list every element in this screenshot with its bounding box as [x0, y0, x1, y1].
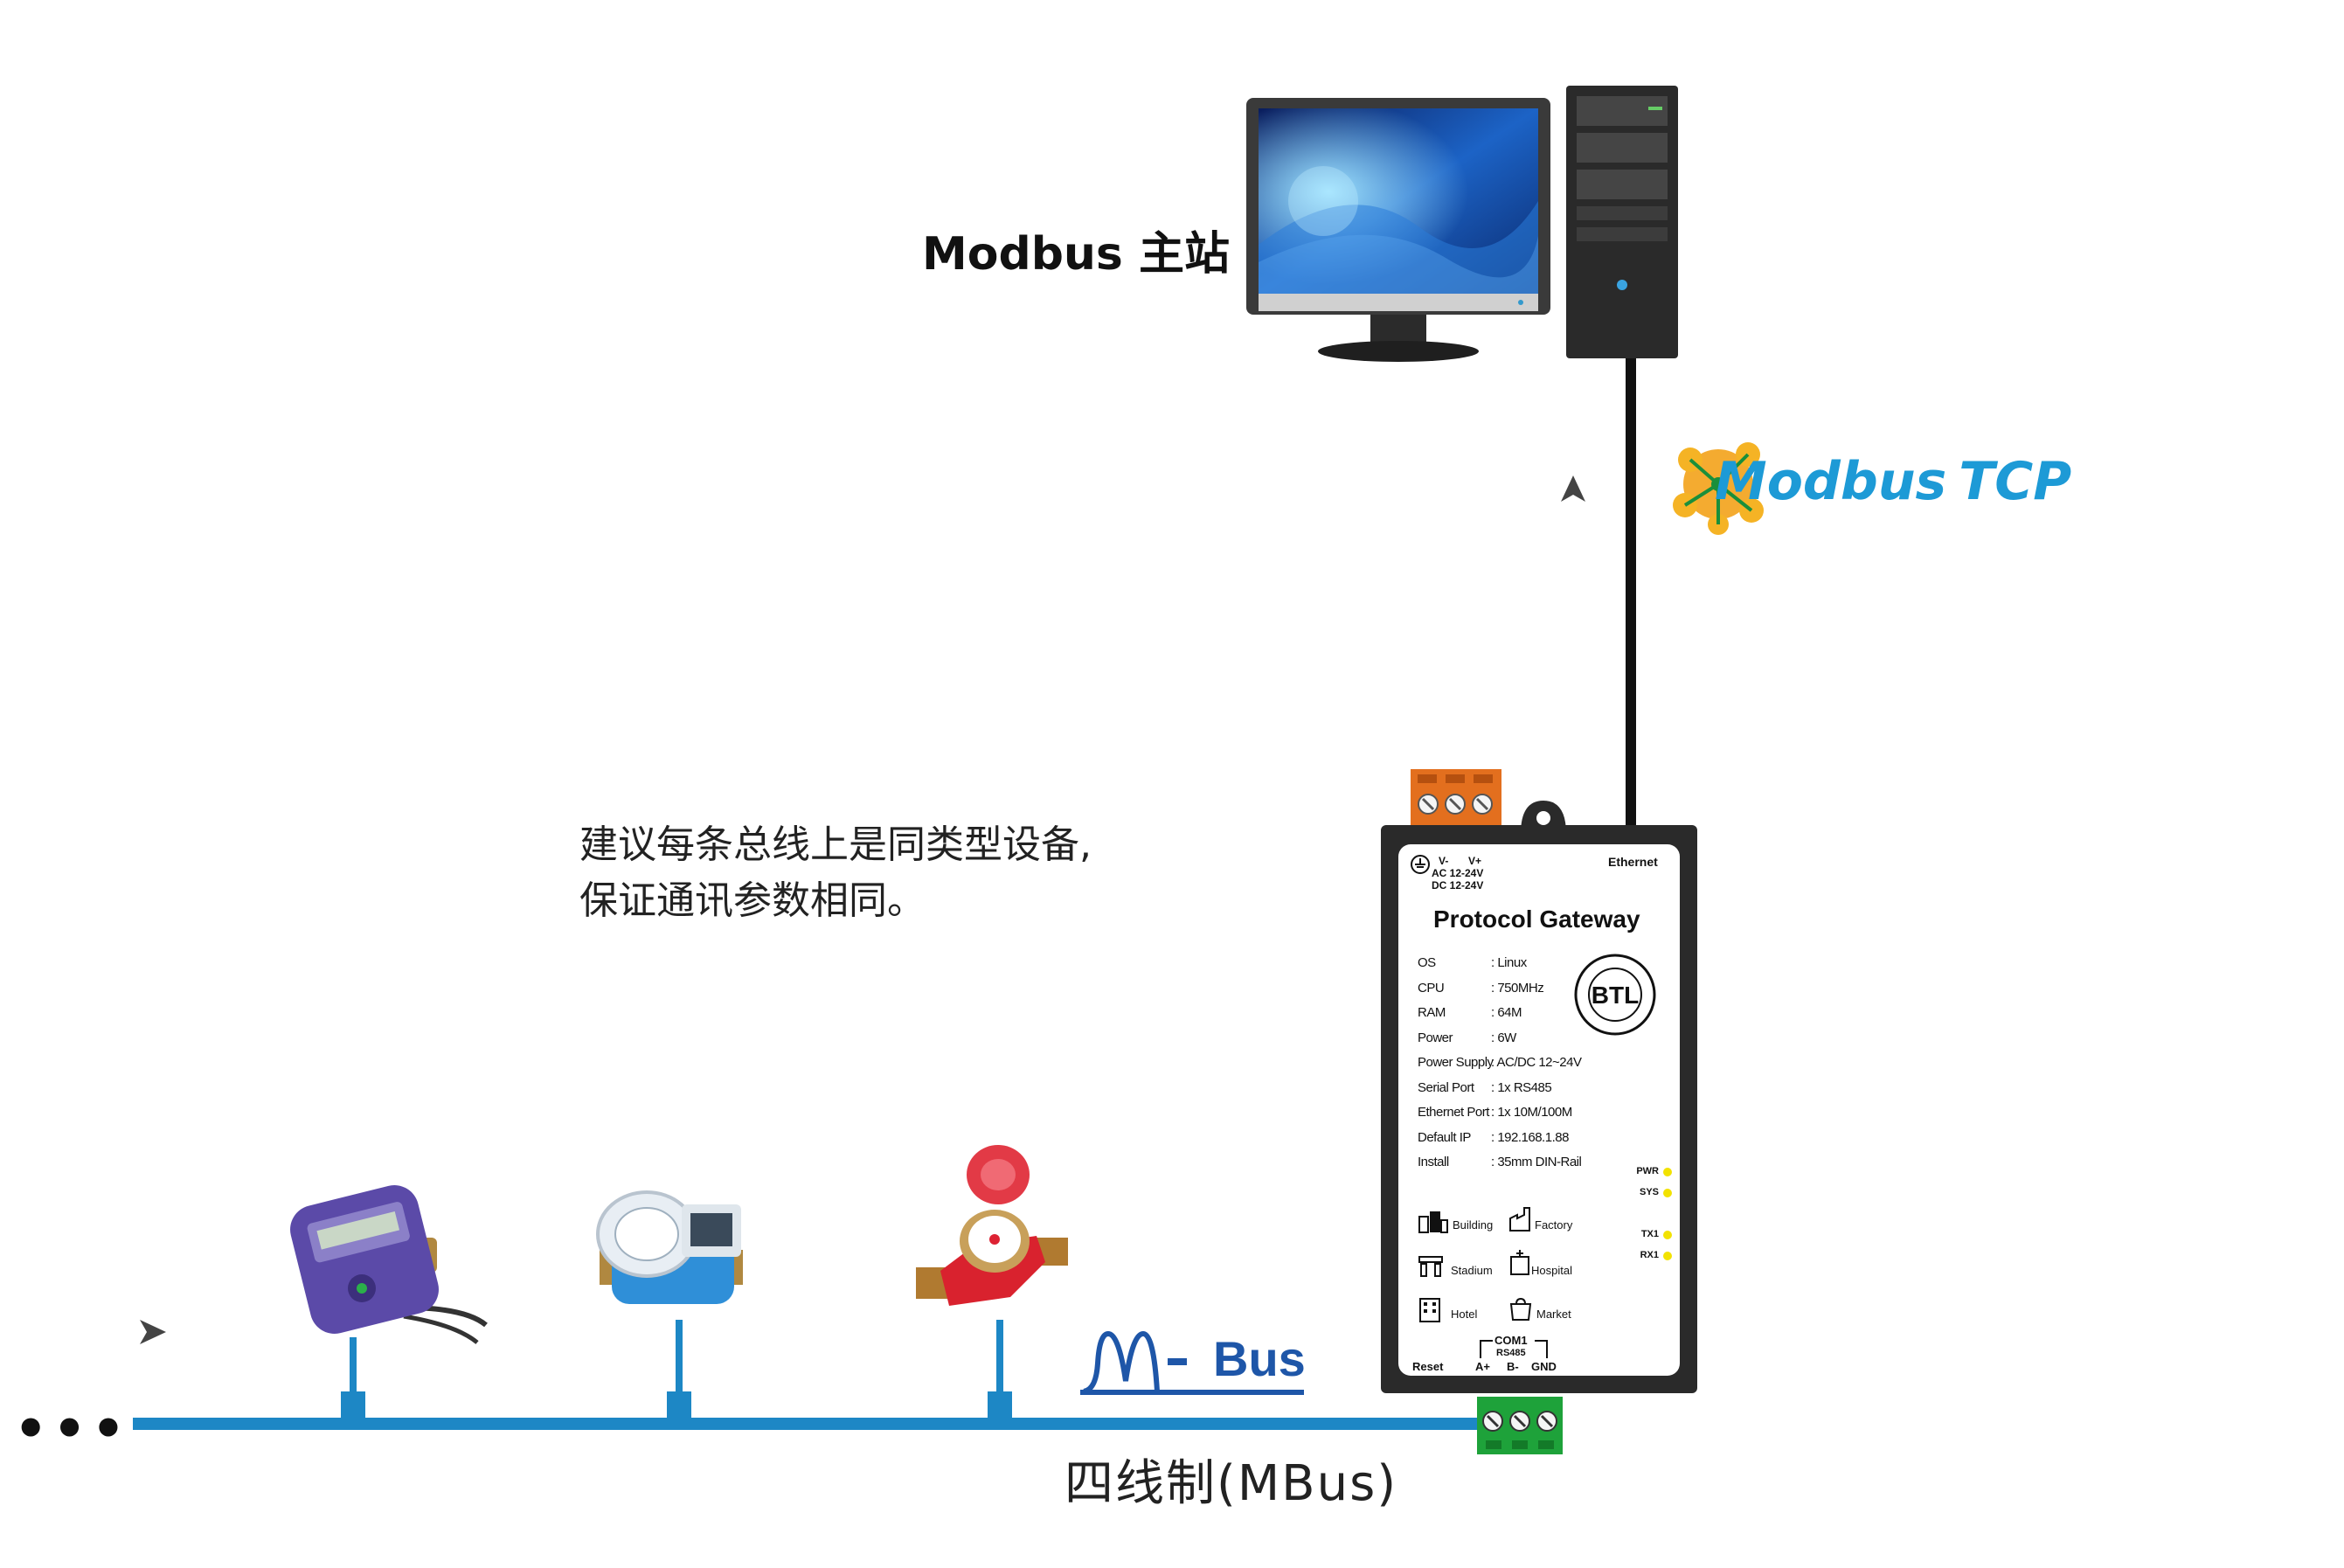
- b-minus-label: B-: [1507, 1360, 1519, 1373]
- note-line-1: 建议每条总线上是同类型设备,: [579, 822, 1092, 867]
- pc-tower-icon: [1566, 86, 1678, 358]
- app-hotel-label: Hotel: [1451, 1308, 1478, 1321]
- led-sys-label: SYS: [1639, 1187, 1659, 1197]
- spec-value: : 192.168.1.88: [1491, 1129, 1569, 1145]
- com1-bracket: [1480, 1340, 1548, 1358]
- ac-range-label: AC 12-24V: [1432, 867, 1484, 879]
- led-pwr-indicator: [1663, 1168, 1672, 1176]
- app-hospital-label: Hospital: [1531, 1264, 1572, 1277]
- spec-row: Power Supply: AC/DC 12~24V: [1418, 1051, 1582, 1076]
- drop-3: [996, 1320, 1003, 1421]
- drop-2: [676, 1320, 683, 1421]
- spec-key: Install: [1418, 1155, 1449, 1169]
- water-meter-purple-icon: [290, 1185, 488, 1344]
- btl-center-text: BTL: [1592, 982, 1639, 1009]
- mbus-logo-text: Bus: [1213, 1331, 1306, 1386]
- rs485-terminal-icon: [1477, 1397, 1563, 1454]
- spec-value: : 6W: [1491, 1030, 1516, 1045]
- app-factory-label: Factory: [1535, 1218, 1573, 1232]
- tcp-word: TCP: [1959, 451, 2072, 512]
- ground-icon: [1411, 855, 1430, 874]
- spec-value: : 64M: [1491, 1005, 1522, 1020]
- stadium-icon: [1418, 1256, 1443, 1277]
- led-rx1-label: RX1: [1640, 1250, 1659, 1260]
- gateway-face: [1398, 844, 1680, 1376]
- drop-1-clamp: [341, 1391, 365, 1423]
- spec-row: RAM : 64M: [1418, 1001, 1581, 1026]
- spec-key: Ethernet Port: [1418, 1105, 1489, 1120]
- led-tx1-indicator: [1663, 1231, 1672, 1239]
- master-station-title: Modbus 主站: [922, 228, 1230, 281]
- spec-value: : 750MHz: [1491, 980, 1544, 996]
- app-building-label: Building: [1453, 1218, 1494, 1232]
- spec-value: : AC/DC 12~24V: [1491, 1055, 1582, 1070]
- hospital-icon: [1510, 1250, 1529, 1275]
- vplus-label: V+: [1468, 855, 1482, 867]
- app-market-label: Market: [1536, 1308, 1571, 1321]
- spec-value: : Linux: [1491, 955, 1527, 970]
- gateway-spec-list: OS : Linux CPU : 750MHz RAM : 64M Power : 6W…: [1418, 951, 1582, 1176]
- spec-row: CPU : 750MHz: [1418, 976, 1581, 1002]
- led-pwr-label: PWR: [1636, 1166, 1659, 1176]
- modbus-word: Modbus: [1715, 451, 1947, 512]
- power-terminal-icon: [1411, 769, 1501, 827]
- ellipsis-more-devices: •••: [14, 1398, 131, 1460]
- spec-key: Default IP: [1418, 1129, 1471, 1145]
- power-labels: V- V+ AC 12-24V DC 12-24V: [1432, 855, 1483, 892]
- rs485-label: RS485: [1496, 1348, 1526, 1358]
- spec-row: OS : Linux: [1418, 951, 1581, 976]
- water-meter-blue-icon: [596, 1190, 743, 1304]
- spec-key: Serial Port: [1418, 1079, 1474, 1095]
- spec-value: : 1x 10M/100M: [1491, 1105, 1572, 1120]
- led-sys-indicator: [1663, 1189, 1672, 1197]
- spec-value: : 35mm DIN-Rail: [1491, 1155, 1582, 1169]
- ethernet-label: Ethernet: [1608, 855, 1658, 869]
- com1-label: COM1: [1494, 1334, 1528, 1347]
- spec-row: Power : 6W: [1418, 1026, 1581, 1051]
- spec-key: RAM: [1418, 1005, 1446, 1020]
- spec-row: Ethernet Port: 1x 10M/100M: [1418, 1100, 1581, 1126]
- market-icon: [1509, 1297, 1532, 1321]
- spec-key: Power: [1418, 1030, 1453, 1045]
- spec-row: Install : 35mm DIN-Rail: [1418, 1150, 1582, 1176]
- gateway-title: Protocol Gateway: [1433, 905, 1640, 933]
- drop-3-clamp: [988, 1391, 1012, 1423]
- arrow-up-icon: [1561, 475, 1585, 502]
- btl-certification-logo-icon: BTL: [1574, 954, 1656, 1036]
- monitor-icon: [1246, 98, 1550, 362]
- spec-value: : 1x RS485: [1491, 1079, 1552, 1095]
- mbus-line: [133, 1418, 1479, 1430]
- spec-key: OS: [1418, 955, 1436, 970]
- water-meter-red-icon: [916, 1145, 1068, 1306]
- vminus-label: V-: [1439, 855, 1449, 867]
- hotel-icon: [1419, 1298, 1440, 1322]
- app-stadium-label: Stadium: [1451, 1264, 1493, 1277]
- ethernet-cable: [1626, 357, 1636, 829]
- a-plus-label: A+: [1475, 1360, 1490, 1373]
- spec-key: CPU: [1418, 980, 1445, 996]
- led-rx1-indicator: [1663, 1252, 1672, 1260]
- dc-range-label: DC 12-24V: [1432, 879, 1484, 892]
- spec-key: Power Supply: [1418, 1055, 1494, 1070]
- modbus-tcp-logo-icon: [1673, 442, 1764, 535]
- gnd-label: GND: [1531, 1360, 1557, 1373]
- spec-row: Default IP : 192.168.1.88: [1418, 1126, 1581, 1151]
- led-tx1-label: TX1: [1640, 1229, 1659, 1239]
- mbus-underline: [1080, 1390, 1304, 1395]
- bus-label: 四线制(MBus): [1065, 1455, 1398, 1512]
- note-line-2: 保证通讯参数相同。: [579, 878, 926, 923]
- spec-row: Serial Port : 1x RS485: [1418, 1076, 1581, 1101]
- mbus-logo-icon: [1083, 1330, 1187, 1394]
- factory-icon: [1509, 1207, 1530, 1232]
- arrow-right-icon: [140, 1320, 166, 1344]
- drop-2-clamp: [667, 1391, 691, 1423]
- reset-label: Reset: [1412, 1360, 1444, 1373]
- building-icon: [1418, 1211, 1448, 1233]
- drop-1: [350, 1337, 357, 1421]
- recommendation-note: 建议每条总线上是同类型设备, 保证通讯参数相同。: [579, 817, 1092, 929]
